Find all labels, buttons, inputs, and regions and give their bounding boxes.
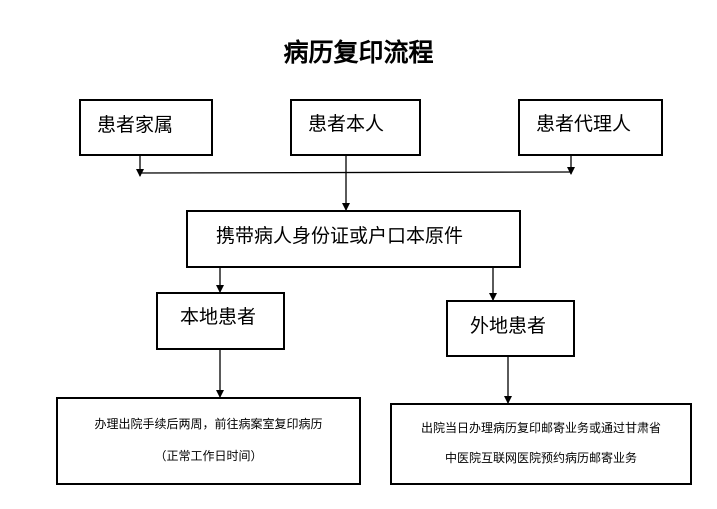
patient-agent-label: 患者代理人 — [536, 113, 632, 135]
nonlocal-patient-label: 外地患者 — [470, 315, 547, 337]
patient-self-label: 患者本人 — [308, 113, 385, 135]
nonlocal-instruction-box: 出院当日办理病历复印邮寄业务或通过甘肃省 中医院互联网医院预约病历邮寄业务 — [390, 403, 692, 485]
family-member-label: 患者家属 — [97, 114, 174, 136]
local-instruction-note: （正常工作日时间） — [154, 449, 263, 463]
local-instruction-text: 办理出院手续后两周，前往病案室复印病历 — [94, 417, 323, 431]
nonlocal-instruction-line2: 中医院互联网医院预约病历邮寄业务 — [444, 451, 637, 465]
local-instruction-box: 办理出院手续后两周，前往病案室复印病历 （正常工作日时间） — [56, 397, 361, 485]
connector-horizontal-join — [139, 171, 572, 174]
family-member-box: 患者家属 — [79, 99, 213, 156]
documents-label: 携带病人身份证或户口本原件 — [216, 225, 464, 247]
nonlocal-patient-box: 外地患者 — [446, 300, 575, 357]
local-patient-box: 本地患者 — [156, 292, 285, 350]
nonlocal-instruction-line1: 出院当日办理病历复印邮寄业务或通过甘肃省 — [420, 421, 661, 435]
local-patient-label: 本地患者 — [180, 306, 257, 328]
diagram-title: 病历复印流程 — [283, 38, 434, 67]
documents-box: 携带病人身份证或户口本原件 — [186, 210, 521, 268]
patient-agent-box: 患者代理人 — [518, 99, 663, 156]
patient-self-box: 患者本人 — [290, 99, 421, 156]
